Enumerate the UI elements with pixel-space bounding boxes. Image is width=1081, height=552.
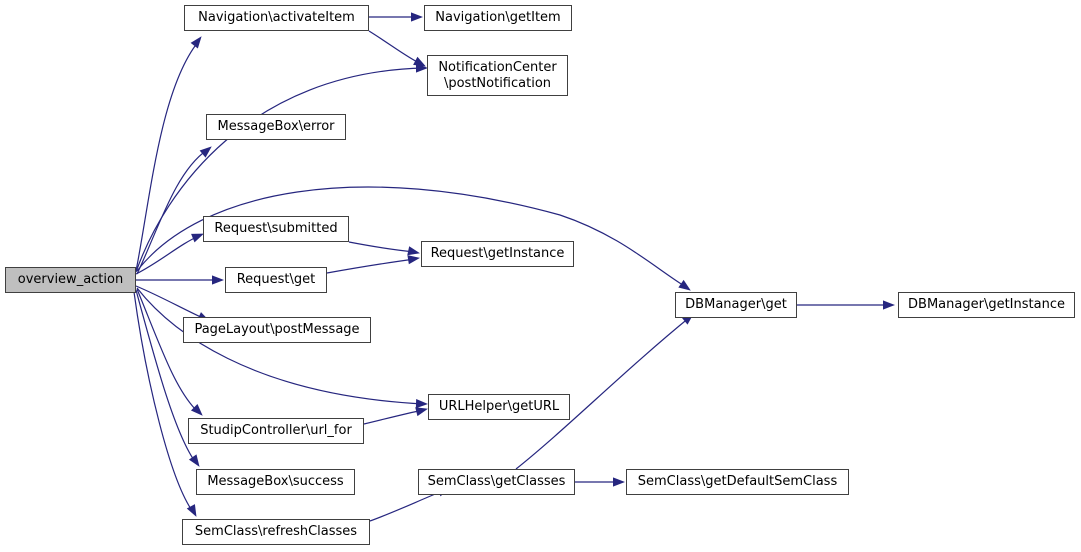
- arrowhead-req_submitted-to-req_getInstance: [407, 246, 420, 256]
- arrowhead-nav_activateItem-to-nav_getItem: [411, 12, 423, 22]
- arrowhead-overview_action-to-nav_activateItem: [190, 36, 202, 49]
- graph-node-label: overview_action: [17, 272, 124, 288]
- edge-sc_url_for-to-url_getURL: [363, 409, 424, 425]
- graph-node-label: Navigation\getItem: [435, 10, 561, 26]
- graph-node-nav_getItem[interactable]: Navigation\getItem: [424, 5, 572, 31]
- graph-node-label: Request\getInstance: [430, 246, 565, 262]
- edge-overview_action-to-req_submitted: [135, 235, 200, 275]
- arrowhead-sem_getClasses-to-sem_getDefault: [613, 477, 625, 487]
- graph-node-label: MessageBox\error: [217, 119, 335, 135]
- graph-node-label: Request\submitted: [214, 221, 338, 237]
- graph-node-sem_refreshClasses[interactable]: SemClass\refreshClasses: [182, 519, 370, 545]
- graph-node-req_submitted[interactable]: Request\submitted: [203, 216, 349, 242]
- graph-node-label: StudipController\url_for: [200, 423, 352, 439]
- graph-node-label: MessageBox\success: [207, 474, 344, 490]
- graph-node-label: URLHelper\getURL: [438, 399, 560, 415]
- graph-node-db_get[interactable]: DBManager\get: [675, 292, 797, 318]
- edge-nav_activateItem-to-nc_postNotification: [368, 30, 422, 65]
- arrowhead-req_get-to-req_getInstance: [407, 255, 420, 265]
- arrowhead-overview_action-to-req_get: [212, 275, 224, 285]
- edge-overview_action-to-mb_success: [135, 289, 197, 464]
- edge-sem_getClasses-to-db_get: [515, 316, 691, 470]
- edge-overview_action-to-sc_url_for: [136, 288, 199, 413]
- graph-node-label: SemClass\getDefaultSemClass: [637, 474, 838, 490]
- arrowhead-overview_action-to-url_getURL: [415, 399, 428, 409]
- graph-node-mb_success[interactable]: MessageBox\success: [196, 469, 355, 495]
- graph-node-url_getURL[interactable]: URLHelper\getURL: [428, 394, 570, 420]
- graph-node-mb_error[interactable]: MessageBox\error: [206, 114, 346, 140]
- arrowhead-sc_url_for-to-url_getURL: [415, 407, 428, 417]
- edge-overview_action-to-mb_error: [136, 149, 208, 275]
- graph-node-label: NotificationCenter \postNotification: [438, 60, 557, 91]
- graph-node-overview_action[interactable]: overview_action: [5, 267, 136, 293]
- graph-node-req_getInstance[interactable]: Request\getInstance: [421, 241, 574, 267]
- arrowhead-overview_action-to-sem_refreshClasses: [186, 504, 197, 517]
- graph-node-label: PageLayout\postMessage: [194, 322, 360, 338]
- arrowhead-db_get-to-db_getInstance: [883, 300, 895, 310]
- graph-node-label: DBManager\getInstance: [908, 297, 1065, 313]
- graph-node-label: Request\get: [236, 272, 316, 288]
- graph-node-pl_postMessage[interactable]: PageLayout\postMessage: [183, 317, 371, 343]
- graph-node-nc_postNotification[interactable]: NotificationCenter \postNotification: [427, 55, 568, 96]
- arrowhead-nav_activateItem-to-nc_postNotification: [413, 56, 426, 67]
- graph-node-sc_url_for[interactable]: StudipController\url_for: [188, 418, 364, 444]
- graph-node-nav_activateItem[interactable]: Navigation\activateItem: [184, 5, 369, 31]
- edge-overview_action-to-nav_activateItem: [135, 41, 199, 272]
- graph-node-label: SemClass\getClasses: [427, 474, 566, 490]
- edge-req_get-to-req_getInstance: [326, 258, 416, 274]
- arrowhead-overview_action-to-mb_error: [199, 146, 212, 158]
- graph-node-sem_getDefault[interactable]: SemClass\getDefaultSemClass: [626, 469, 849, 495]
- edge-overview_action-to-pl_postMessage: [135, 285, 206, 320]
- graph-node-db_getInstance[interactable]: DBManager\getInstance: [898, 292, 1075, 318]
- graph-node-label: SemClass\refreshClasses: [194, 524, 358, 540]
- graph-node-sem_getClasses[interactable]: SemClass\getClasses: [418, 469, 575, 495]
- edge-req_submitted-to-req_getInstance: [348, 241, 416, 253]
- edge-overview_action-to-url_getURL: [136, 287, 425, 405]
- arrowhead-overview_action-to-mb_success: [188, 454, 200, 467]
- graph-node-req_get[interactable]: Request\get: [225, 267, 327, 293]
- arrowhead-overview_action-to-sc_url_for: [190, 403, 203, 416]
- graph-node-label: Navigation\activateItem: [198, 10, 355, 26]
- graph-node-label: DBManager\get: [685, 297, 787, 313]
